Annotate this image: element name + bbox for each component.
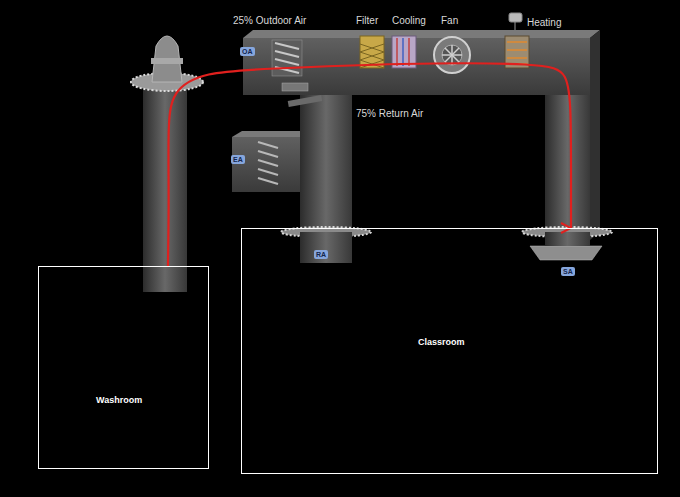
branch-top-face bbox=[232, 131, 300, 137]
component-label: 25% Outdoor Air bbox=[233, 15, 306, 26]
exhaust-cap bbox=[152, 36, 182, 82]
room-name: Washroom bbox=[96, 395, 142, 405]
fan-blades bbox=[442, 45, 462, 65]
supply-diffuser bbox=[530, 246, 602, 260]
damper-blade bbox=[288, 95, 323, 107]
return-damper bbox=[282, 83, 308, 91]
exhaust-stack bbox=[143, 86, 187, 292]
component-label: 75% Return Air bbox=[356, 108, 423, 119]
return-riser bbox=[300, 95, 352, 263]
room-name: Classroom bbox=[418, 337, 465, 347]
filter-bank bbox=[360, 36, 384, 68]
airstream-tag: OA bbox=[240, 47, 255, 56]
component-label: Fan bbox=[441, 15, 458, 26]
room-box: Classroom bbox=[241, 228, 658, 474]
exhaust-branch bbox=[232, 137, 300, 192]
supply-riser-lower bbox=[545, 232, 590, 246]
component-label: Heating bbox=[527, 17, 561, 28]
airflow-arrow bbox=[168, 63, 571, 266]
airstream-tag: SA bbox=[561, 267, 575, 276]
exhaust-louvers bbox=[258, 142, 278, 184]
airstream-tag: EA bbox=[231, 155, 245, 164]
airstream-tag: RA bbox=[314, 250, 328, 259]
duct-side-face bbox=[590, 30, 600, 240]
component-label: Cooling bbox=[392, 15, 426, 26]
coil-tubes bbox=[397, 38, 409, 66]
thermostat-wire bbox=[515, 22, 516, 30]
fan-housing bbox=[434, 37, 470, 73]
thermostat bbox=[509, 13, 522, 22]
cap-band bbox=[151, 58, 183, 64]
outdoor-louver bbox=[272, 40, 302, 76]
component-label: Filter bbox=[356, 15, 378, 26]
duct-top-face bbox=[243, 30, 600, 38]
supply-riser bbox=[545, 95, 590, 240]
return-riser-lower bbox=[300, 232, 352, 263]
room-box: Washroom bbox=[38, 266, 209, 469]
heating-elements bbox=[507, 42, 527, 64]
fan-wheel bbox=[442, 45, 462, 65]
